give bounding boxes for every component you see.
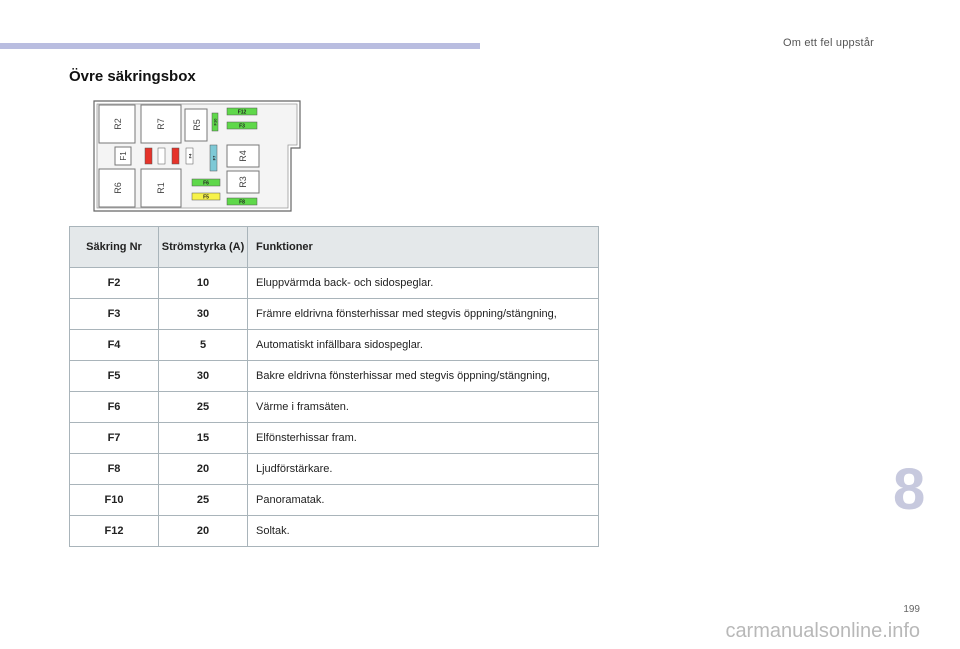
section-title: Om ett fel uppstår bbox=[782, 37, 874, 49]
fuse-f10: F10 bbox=[211, 112, 219, 132]
table-row: F3 30 Främre eldrivna fönsterhissar med … bbox=[69, 298, 599, 330]
cell-function: Bakre eldrivna fönsterhissar med stegvis… bbox=[247, 360, 599, 392]
svg-text:R4: R4 bbox=[238, 150, 248, 162]
cell-fuse-nr: F5 bbox=[69, 360, 159, 392]
cell-amperage: 20 bbox=[158, 515, 248, 547]
fuse-f12: F12 bbox=[226, 107, 258, 116]
cell-fuse-nr: F12 bbox=[69, 515, 159, 547]
svg-text:F3: F3 bbox=[239, 124, 245, 130]
svg-text:F4: F4 bbox=[188, 153, 193, 158]
fuse-f4: F4 bbox=[185, 147, 194, 165]
page-heading: Övre säkringsbox bbox=[69, 68, 196, 85]
table-row: F5 30 Bakre eldrivna fönsterhissar med s… bbox=[69, 360, 599, 392]
fuse-slot-a bbox=[157, 147, 166, 165]
cell-fuse-nr: F7 bbox=[69, 422, 159, 454]
svg-text:R6: R6 bbox=[113, 182, 123, 194]
cell-fuse-nr: F6 bbox=[69, 391, 159, 423]
svg-text:F10: F10 bbox=[213, 118, 218, 126]
relay-r4: R4 bbox=[226, 144, 260, 168]
cell-amperage: 10 bbox=[158, 267, 248, 299]
table-row: F2 10 Eluppvärmda back- och sidospeglar. bbox=[69, 267, 599, 299]
header-accent-bar bbox=[0, 43, 480, 49]
cell-function: Främre eldrivna fönsterhissar med stegvi… bbox=[247, 298, 599, 330]
header-amperage: Strömstyrka (A) bbox=[158, 226, 248, 268]
svg-text:F1: F1 bbox=[119, 151, 128, 161]
relay-r6: R6 bbox=[98, 168, 136, 208]
chapter-number: 8 bbox=[893, 457, 926, 522]
relay-r3: R3 bbox=[226, 170, 260, 194]
cell-amperage: 30 bbox=[158, 298, 248, 330]
svg-text:R7: R7 bbox=[156, 118, 166, 130]
table-row: F7 15 Elfönsterhissar fram. bbox=[69, 422, 599, 454]
watermark-text: carmanualsonline.info bbox=[725, 620, 920, 642]
fuse-f5: F5 bbox=[191, 192, 221, 201]
svg-text:F8: F8 bbox=[239, 200, 245, 206]
fuse-box-diagram: R2 R7 R5 R4 R6 R1 bbox=[93, 100, 305, 213]
table-row: F4 5 Automatiskt infällbara sidospeglar. bbox=[69, 329, 599, 361]
cell-function: Panoramatak. bbox=[247, 484, 599, 516]
table-row: F8 20 Ljudförstärkare. bbox=[69, 453, 599, 485]
table-row: F12 20 Soltak. bbox=[69, 515, 599, 547]
header-functions: Funktioner bbox=[247, 226, 599, 268]
fuse-slot-b bbox=[171, 147, 180, 165]
fuse-table: Säkring Nr Strömstyrka (A) Funktioner F2… bbox=[69, 226, 599, 547]
cell-amperage: 15 bbox=[158, 422, 248, 454]
cell-fuse-nr: F10 bbox=[69, 484, 159, 516]
relay-r5: R5 bbox=[184, 108, 208, 142]
cell-amperage: 25 bbox=[158, 391, 248, 423]
cell-amperage: 5 bbox=[158, 329, 248, 361]
cell-function: Eluppvärmda back- och sidospeglar. bbox=[247, 267, 599, 299]
svg-text:F6: F6 bbox=[203, 181, 209, 187]
svg-text:F12: F12 bbox=[238, 110, 247, 116]
fuse-f1: F1 bbox=[114, 146, 132, 166]
cell-amperage: 25 bbox=[158, 484, 248, 516]
cell-fuse-nr: F3 bbox=[69, 298, 159, 330]
fuse-f6: F6 bbox=[191, 178, 221, 187]
fuse-f3: F3 bbox=[226, 121, 258, 130]
relay-r7: R7 bbox=[140, 104, 182, 144]
cell-fuse-nr: F4 bbox=[69, 329, 159, 361]
svg-text:R5: R5 bbox=[192, 119, 202, 131]
cell-function: Automatiskt infällbara sidospeglar. bbox=[247, 329, 599, 361]
svg-text:R1: R1 bbox=[156, 182, 166, 194]
svg-text:F5: F5 bbox=[203, 195, 209, 201]
svg-text:F7: F7 bbox=[212, 155, 217, 160]
fuse-f7: F7 bbox=[209, 144, 218, 172]
page-number: 199 bbox=[903, 604, 920, 615]
table-row: F6 25 Värme i framsäten. bbox=[69, 391, 599, 423]
cell-fuse-nr: F2 bbox=[69, 267, 159, 299]
table-header-row: Säkring Nr Strömstyrka (A) Funktioner bbox=[69, 226, 599, 268]
relay-r2: R2 bbox=[98, 104, 136, 144]
header-fuse-nr: Säkring Nr bbox=[69, 226, 159, 268]
cell-function: Elfönsterhissar fram. bbox=[247, 422, 599, 454]
relay-r1: R1 bbox=[140, 168, 182, 208]
svg-text:R2: R2 bbox=[113, 118, 123, 130]
cell-function: Soltak. bbox=[247, 515, 599, 547]
fuse-f2 bbox=[144, 147, 153, 165]
cell-function: Ljudförstärkare. bbox=[247, 453, 599, 485]
cell-amperage: 30 bbox=[158, 360, 248, 392]
cell-function: Värme i framsäten. bbox=[247, 391, 599, 423]
fuse-f8: F8 bbox=[226, 197, 258, 206]
table-row: F10 25 Panoramatak. bbox=[69, 484, 599, 516]
cell-fuse-nr: F8 bbox=[69, 453, 159, 485]
svg-text:R3: R3 bbox=[238, 176, 248, 188]
cell-amperage: 20 bbox=[158, 453, 248, 485]
